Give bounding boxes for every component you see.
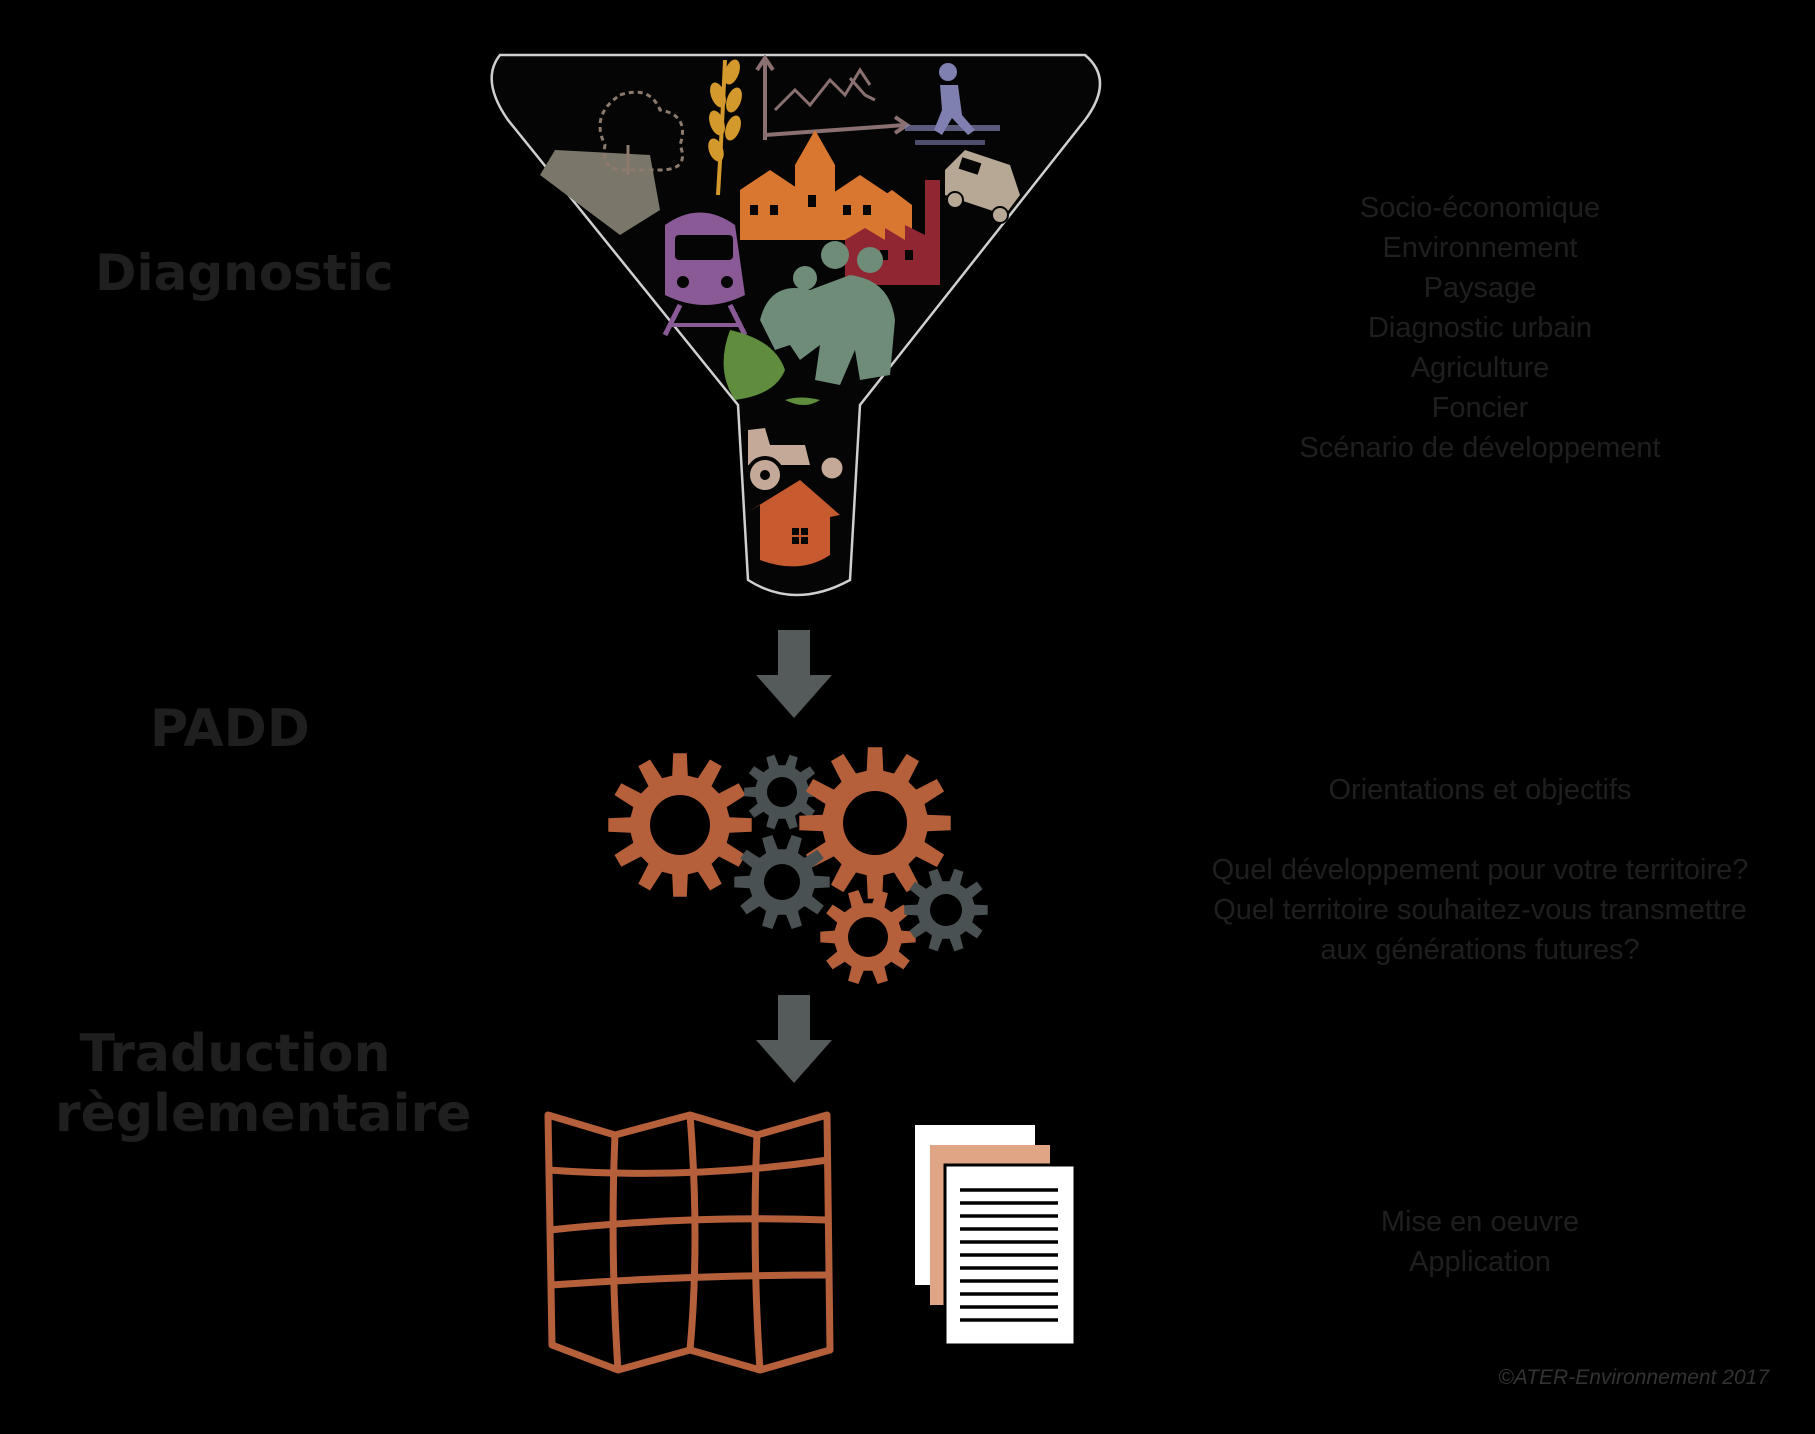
tractor-icon xyxy=(746,428,846,494)
tree-outline-icon xyxy=(540,90,684,235)
documents-icon xyxy=(915,1125,1077,1347)
topic-line: Foncier xyxy=(1431,392,1529,424)
stage-title-traduction: Traduction règlementaire xyxy=(55,1024,472,1145)
house-icon xyxy=(748,480,840,567)
topic-line: Orientations et objectifs xyxy=(1328,774,1632,806)
gears-icon xyxy=(608,747,988,984)
folded-map-icon xyxy=(544,1111,834,1374)
topic-line: Quel territoire souhaitez-vous transmett… xyxy=(1213,894,1747,926)
topic-line: aux générations futures? xyxy=(1320,934,1640,966)
gear-hole xyxy=(848,917,888,957)
pedestrian-icon xyxy=(905,63,1000,145)
train-icon xyxy=(662,212,748,337)
car-icon xyxy=(945,150,1020,224)
topic-line: Application xyxy=(1409,1246,1551,1278)
gear-hole xyxy=(767,777,797,807)
topic-line: Environnement xyxy=(1382,232,1578,264)
gear-hole xyxy=(764,864,800,900)
topic-line: Socio-économique xyxy=(1359,192,1601,224)
stage-title-padd: PADD xyxy=(150,699,310,759)
gear-hole xyxy=(650,795,710,855)
arrow-down-icon xyxy=(756,630,832,718)
arrow-down-icon xyxy=(756,995,832,1083)
people-icon xyxy=(760,241,895,385)
leaf-icon xyxy=(723,330,820,405)
gear-hole xyxy=(930,894,962,926)
copyright-credit: ©ATER-Environnement 2017 xyxy=(1498,1366,1769,1389)
topic-line: Quel développement pour votre territoire… xyxy=(1211,854,1749,886)
wheat-icon xyxy=(708,59,742,196)
topic-line: Agriculture xyxy=(1410,352,1550,384)
gear-hole xyxy=(843,791,907,855)
stage-title-traduction-line1: Traduction xyxy=(79,1024,391,1084)
topic-line: Mise en oeuvre xyxy=(1380,1206,1580,1238)
topic-line: Paysage xyxy=(1423,272,1537,304)
stage-title-traduction-line2: règlementaire xyxy=(55,1083,472,1144)
stage-title-diagnostic: Diagnostic xyxy=(95,244,394,302)
village-icon xyxy=(740,130,912,240)
topic-line: Scénario de développement xyxy=(1299,432,1661,464)
topic-line: Diagnostic urbain xyxy=(1367,312,1593,344)
